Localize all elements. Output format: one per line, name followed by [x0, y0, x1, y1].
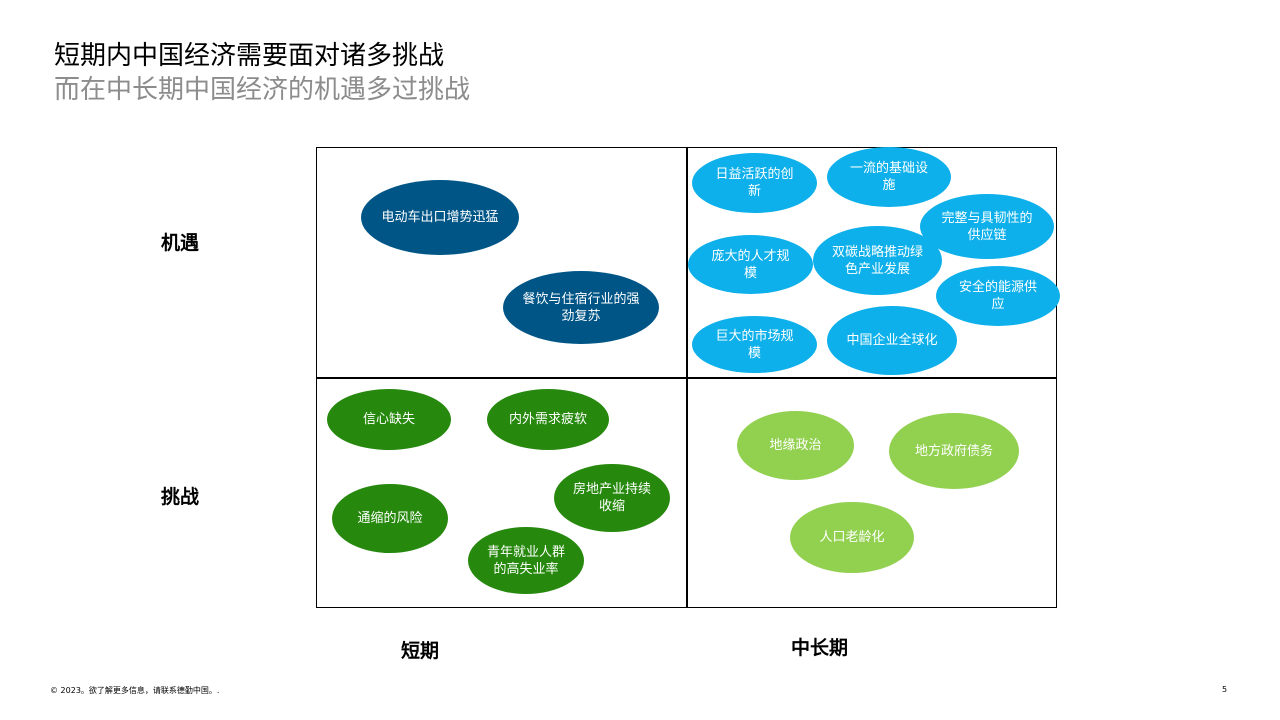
bubble: 地缘政治 — [737, 411, 854, 480]
bubble: 日益活跃的创新 — [692, 153, 817, 213]
bubble: 地方政府债务 — [889, 413, 1019, 489]
bubble: 电动车出口增势迅猛 — [361, 180, 519, 255]
bubble: 内外需求疲软 — [487, 389, 609, 450]
page-number: 5 — [1222, 685, 1228, 694]
bubble: 通缩的风险 — [332, 484, 448, 553]
slide-subtitle: 而在中长期中国经济的机遇多过挑战 — [54, 75, 471, 105]
col-label-short-term: 短期 — [401, 640, 440, 662]
bubble: 一流的基础设施 — [827, 147, 951, 207]
slide-title: 短期内中国经济需要面对诸多挑战 — [54, 41, 445, 71]
bubble: 人口老龄化 — [790, 502, 914, 573]
bubble: 安全的能源供应 — [936, 266, 1060, 326]
bubble: 青年就业人群的高失业率 — [468, 527, 584, 594]
bubble: 信心缺失 — [327, 389, 451, 450]
bubble: 中国企业全球化 — [827, 306, 957, 375]
bubble: 完整与具韧性的供应链 — [920, 194, 1054, 259]
bubble: 庞大的人才规模 — [688, 235, 813, 294]
footer-copyright: © 2023。欲了解更多信息，请联系德勤中国。. — [50, 686, 220, 695]
bubble: 巨大的市场规模 — [692, 316, 817, 373]
bubble: 双碳战略推动绿色产业发展 — [813, 226, 942, 295]
horizontal-divider — [316, 377, 1057, 379]
bubble: 餐饮与住宿行业的强劲复苏 — [503, 271, 659, 344]
row-label-challenge: 挑战 — [161, 486, 200, 508]
row-label-opportunity: 机遇 — [161, 232, 200, 254]
bubble: 房地产业持续收缩 — [554, 464, 670, 532]
col-label-long-term: 中长期 — [791, 637, 849, 659]
